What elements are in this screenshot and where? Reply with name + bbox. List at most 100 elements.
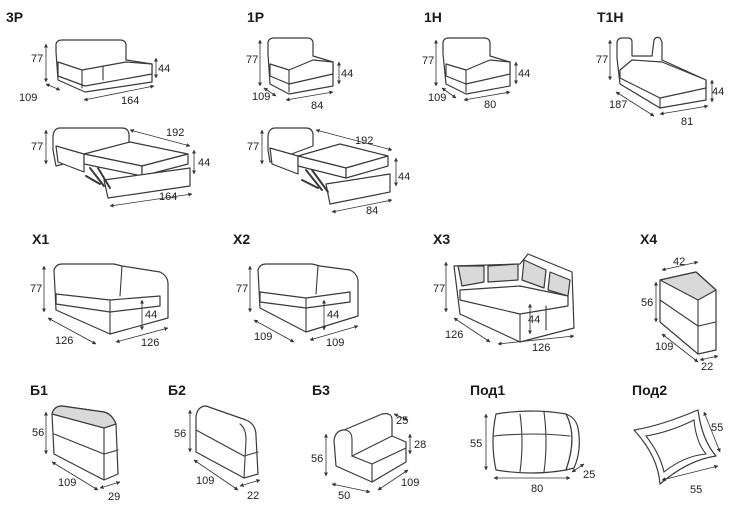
dim-depth: 109 — [428, 92, 446, 104]
dim-depth: 109 — [196, 475, 214, 487]
dim-width: 84 — [311, 100, 323, 112]
pillow-seam — [644, 419, 708, 473]
dim-height: 77 — [246, 54, 258, 66]
back-cushion-2 — [487, 263, 519, 283]
module-x3: Х3 77 44 126 126 — [433, 231, 575, 354]
depth-dim-line — [453, 317, 491, 343]
dim-back: 25 — [396, 415, 408, 427]
module-b1: Б1 56 109 29 — [30, 382, 121, 503]
top-dim-line — [661, 260, 699, 272]
width-dim-line — [331, 198, 393, 214]
module-code: Б1 — [30, 382, 48, 398]
width-dim-line — [309, 325, 359, 341]
module-code: 1Н — [424, 9, 442, 25]
seat-cushion — [445, 59, 511, 85]
module-code: Х3 — [433, 231, 450, 247]
dim-seat: 44 — [198, 157, 210, 169]
width-dim-line — [115, 327, 169, 343]
dim-width: 50 — [338, 490, 350, 502]
length-dim-line — [315, 128, 393, 152]
depth-dim-line — [193, 459, 239, 491]
width-dim-line — [331, 482, 371, 494]
dim-width: 29 — [108, 491, 120, 503]
side-dim-line — [703, 411, 721, 453]
sofa-arm — [55, 145, 85, 173]
module-x4: Х4 42 56 109 22 — [640, 231, 719, 373]
bed-frame — [103, 167, 191, 199]
dim-depth: 126 — [55, 335, 73, 347]
dim-seat: 44 — [327, 309, 339, 321]
dim-depth: 187 — [609, 99, 627, 111]
module-code: Х1 — [32, 231, 49, 247]
dim-depth: 109 — [252, 91, 270, 103]
width-dim-line — [109, 192, 193, 208]
chair-arm — [269, 147, 299, 175]
depth-dim-line — [253, 319, 295, 343]
module-x2: Х2 77 44 109 109 — [233, 231, 359, 349]
module-pod2: Под2 55 55 — [632, 382, 723, 496]
dim-depth: 109 — [655, 341, 673, 353]
bed-frame — [325, 173, 391, 205]
thick-dim-line — [571, 463, 585, 473]
dim-step: 28 — [414, 439, 426, 451]
module-code: Х4 — [640, 231, 657, 247]
dim-width: 109 — [326, 337, 344, 349]
dim-height: 77 — [433, 283, 445, 295]
width-dim-line — [463, 90, 511, 102]
dim-width: 81 — [681, 116, 693, 128]
dim-depth: 109 — [254, 331, 272, 343]
dim-seat: 44 — [518, 68, 530, 80]
armrest-seam — [53, 427, 119, 481]
dim-seat: 44 — [398, 171, 410, 183]
module-3p-open: 77 44 192 164 — [31, 127, 210, 208]
module-b3: Б3 25 28 56 50 109 — [311, 382, 426, 502]
depth-dim-line — [51, 461, 99, 491]
depth-dim-line — [377, 469, 409, 491]
dim-seat: 44 — [145, 309, 157, 321]
dim-seat: 44 — [712, 86, 724, 98]
dim-bottom: 55 — [690, 484, 702, 496]
dim-width: 22 — [247, 490, 259, 502]
bed-mattress-side — [141, 153, 189, 177]
dim-depth: 109 — [19, 92, 37, 104]
dim-width: 126 — [141, 337, 159, 349]
dim-height: 77 — [30, 283, 42, 295]
dim-height: 56 — [174, 428, 186, 440]
dim-height: 77 — [31, 53, 43, 65]
depth-dim-line — [263, 87, 277, 97]
corner-seat — [459, 285, 569, 315]
depth-dim-line — [441, 87, 457, 99]
width-dim-line — [497, 334, 575, 346]
module-t1h: Т1Н 77 44 187 81 — [596, 9, 724, 128]
corner-seam — [305, 265, 319, 333]
dim-height: 56 — [641, 297, 653, 309]
module-code: Х2 — [233, 231, 250, 247]
width-dim-line — [99, 481, 121, 489]
chaise-seat — [619, 59, 707, 99]
armrest-body — [195, 405, 259, 479]
module-pod1: Под1 55 80 25 — [470, 382, 595, 495]
dim-thick: 25 — [583, 469, 595, 481]
dim-width: 164 — [121, 95, 139, 107]
dim-height: 77 — [596, 54, 608, 66]
dim-width: 80 — [484, 99, 496, 111]
dim-depth: 109 — [401, 477, 419, 489]
dim-seat: 44 — [528, 314, 540, 326]
module-code: Б2 — [168, 382, 186, 398]
corner-arm-top — [659, 271, 717, 301]
width-dim-line — [239, 479, 261, 487]
module-1p-open: 77 44 192 84 — [247, 127, 410, 217]
corner-seam — [55, 265, 123, 335]
fold-mechanism — [85, 167, 111, 189]
pillow-front — [492, 410, 573, 474]
corner-body — [53, 263, 169, 335]
dim-length: 192 — [166, 127, 184, 139]
dim-width: 84 — [366, 205, 378, 217]
back-cushion-3 — [521, 259, 547, 289]
bed-mattress-side — [345, 155, 389, 179]
module-1p: 1Р 77 44 109 84 — [246, 9, 353, 112]
armrest-top — [51, 405, 117, 429]
module-1h: 1Н 77 44 109 80 — [422, 9, 530, 111]
dim-width: 22 — [701, 361, 713, 373]
bottom-dim-line — [661, 464, 719, 482]
